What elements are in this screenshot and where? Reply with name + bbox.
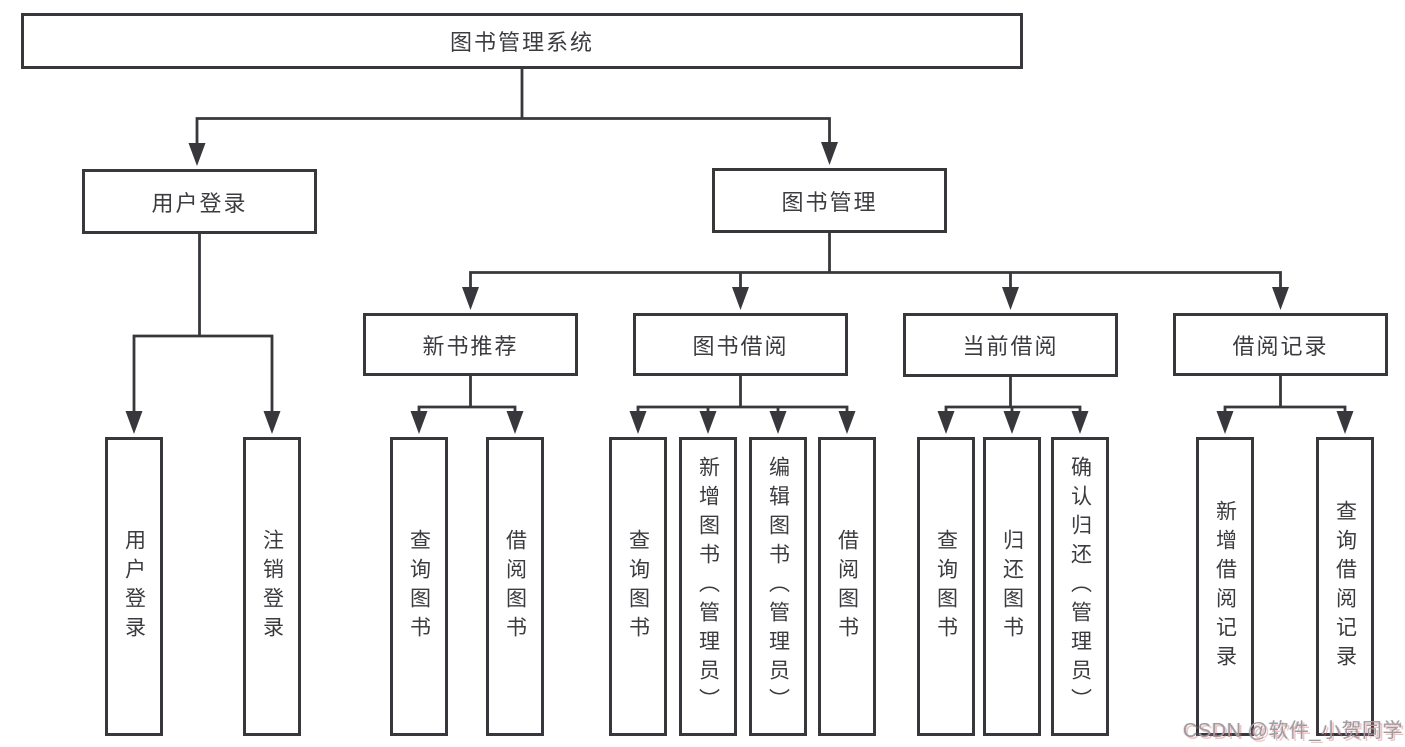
arrow-down-icon — [410, 411, 524, 434]
node-user-login: 用户登录 — [82, 169, 317, 234]
node-label: 查询图书 — [934, 528, 958, 645]
node-label: 新增图书（管理员） — [696, 456, 720, 717]
node-label: 借阅图书 — [503, 528, 527, 645]
node-leaf-confirm-return-admin: 确认归还（管理员） — [1051, 437, 1109, 736]
edge-root-to-level2 — [188, 69, 838, 166]
node-leaf-borrow-books-2: 借阅图书 — [818, 437, 876, 736]
node-label: 查询图书 — [626, 528, 650, 645]
node-label: 借阅图书 — [835, 528, 859, 645]
node-leaf-return-book: 归还图书 — [983, 437, 1041, 736]
node-leaf-borrow-books-1: 借阅图书 — [486, 437, 544, 736]
edge-user-login-children — [125, 234, 281, 434]
node-label: 新增借阅记录 — [1213, 499, 1237, 674]
node-leaf-user-login: 用户登录 — [105, 437, 163, 736]
arrow-down-icon — [462, 287, 1289, 310]
node-label: 查询借阅记录 — [1333, 499, 1357, 674]
node-label: 确认归还（管理员） — [1068, 456, 1092, 717]
node-label: 查询图书 — [407, 528, 431, 645]
node-new-book-recommend: 新书推荐 — [363, 313, 578, 376]
node-leaf-query-books-3: 查询图书 — [917, 437, 975, 736]
node-library-system: 图书管理系统 — [21, 13, 1023, 69]
node-leaf-add-book-admin: 新增图书（管理员） — [679, 437, 737, 736]
edge-new-book-children — [410, 376, 524, 434]
node-label: 当前借阅 — [962, 334, 1059, 359]
arrow-down-icon — [937, 411, 1089, 434]
node-leaf-query-books-1: 查询图书 — [390, 437, 448, 736]
edge-book-mgmt-children — [462, 233, 1289, 310]
node-current-borrowing: 当前借阅 — [903, 313, 1118, 377]
node-borrowing-records: 借阅记录 — [1173, 313, 1388, 376]
edge-book-borrow-children — [629, 376, 856, 434]
node-leaf-query-books-2: 查询图书 — [609, 437, 667, 736]
node-label: 图书管理 — [781, 189, 878, 215]
node-book-borrowing: 图书借阅 — [633, 313, 848, 376]
node-label: 图书管理系统 — [449, 30, 594, 55]
arrow-down-icon — [629, 411, 856, 434]
edge-current-borrow-children — [937, 377, 1089, 434]
node-label: 借阅记录 — [1232, 333, 1329, 359]
node-book-management: 图书管理 — [712, 168, 947, 233]
node-label: 注销登录 — [260, 528, 284, 645]
node-label: 用户登录 — [122, 528, 146, 645]
node-leaf-edit-book-admin: 编辑图书（管理员） — [749, 437, 807, 736]
node-leaf-query-borrow-record: 查询借阅记录 — [1316, 437, 1374, 736]
node-label: 图书借阅 — [692, 333, 789, 359]
edge-borrow-record-children — [1216, 376, 1354, 434]
node-leaf-add-borrow-record: 新增借阅记录 — [1196, 437, 1254, 736]
arrow-down-icon — [125, 411, 281, 434]
csdn-watermark: CSDN @软件_小贺同学 — [1182, 720, 1403, 742]
node-label: 编辑图书（管理员） — [766, 456, 790, 717]
arrow-down-icon — [1216, 411, 1354, 434]
node-leaf-logout: 注销登录 — [243, 437, 301, 736]
node-label: 归还图书 — [1000, 528, 1024, 645]
node-label: 新书推荐 — [422, 333, 519, 359]
node-label: 用户登录 — [151, 190, 248, 216]
arrow-down-icon — [188, 142, 838, 166]
